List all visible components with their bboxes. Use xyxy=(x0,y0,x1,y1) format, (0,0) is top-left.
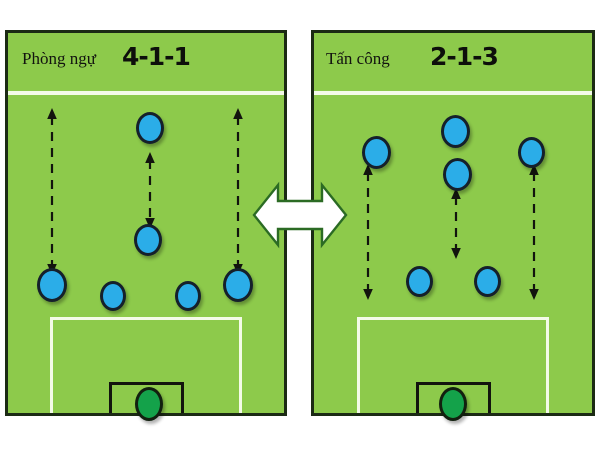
halfway-line-right xyxy=(314,91,592,95)
movement-arrow-left-flank-defensive xyxy=(42,108,62,275)
player-attacking-goalkeeper[interactable] xyxy=(439,387,467,421)
movement-arrow-central-attacking xyxy=(446,188,466,259)
player-defensive-midfielder[interactable] xyxy=(134,224,162,256)
player-attacking-left-winger[interactable] xyxy=(362,136,391,169)
movement-arrow-right-flank-defensive xyxy=(228,108,248,275)
player-attacking-striker[interactable] xyxy=(441,115,470,148)
player-defensive-goalkeeper[interactable] xyxy=(135,387,163,421)
penalty-box-right xyxy=(357,317,549,413)
panel-formation-defensive: 4-1-1 xyxy=(122,42,191,71)
movement-arrow-right-flank-attacking xyxy=(524,164,544,300)
player-attacking-midfielder[interactable] xyxy=(443,158,472,191)
player-attacking-right-winger[interactable] xyxy=(518,137,545,168)
movement-arrow-left-flank-attacking xyxy=(358,164,378,300)
panel-title-defensive: Phòng ngự xyxy=(22,49,96,68)
player-attacking-right-back[interactable] xyxy=(474,266,501,297)
player-defensive-left-back[interactable] xyxy=(37,268,67,302)
player-defensive-left-center-back[interactable] xyxy=(100,281,126,311)
panel-formation-attacking: 2-1-3 xyxy=(430,42,499,71)
formation-transition-arrow xyxy=(252,175,348,255)
goal-box-left xyxy=(109,382,184,413)
halfway-line-left xyxy=(8,91,284,95)
movement-arrow-central-defensive xyxy=(140,152,160,229)
penalty-box-left xyxy=(50,317,242,413)
panel-title-attacking: Tấn công xyxy=(326,49,390,68)
player-defensive-right-back[interactable] xyxy=(223,268,253,302)
player-defensive-forward[interactable] xyxy=(136,112,164,144)
player-attacking-left-back[interactable] xyxy=(406,266,433,297)
goal-box-right xyxy=(416,382,491,413)
player-defensive-right-center-back[interactable] xyxy=(175,281,201,311)
